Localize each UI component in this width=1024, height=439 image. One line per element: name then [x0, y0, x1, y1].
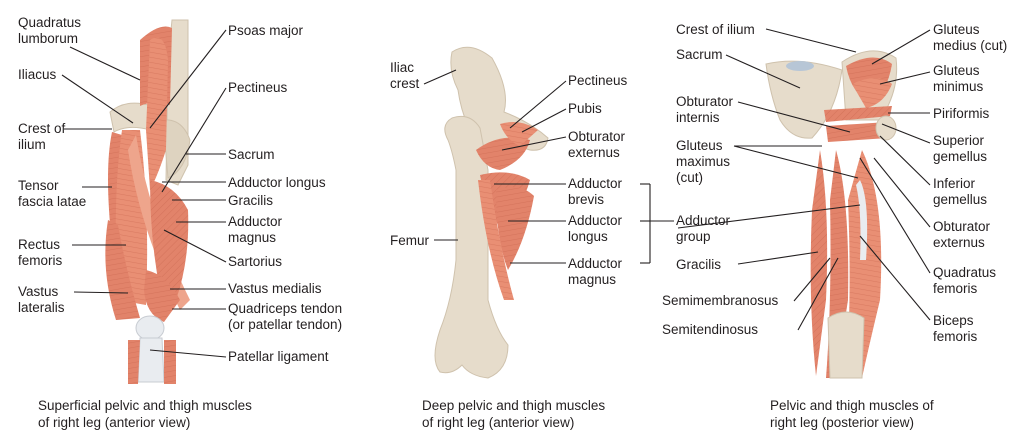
- caption-panel-1: Superficial pelvic and thigh muscles of …: [38, 398, 252, 430]
- label-superior-gemellus: Superior gemellus: [933, 133, 988, 164]
- label-adductor-brevis: Adductor brevis: [568, 176, 623, 207]
- leader-line: [873, 157, 931, 228]
- label-gluteus-medius-cut: Gluteus medius (cut): [933, 22, 1008, 53]
- leader-line: [73, 291, 129, 294]
- leader-line: [69, 46, 141, 81]
- label-adductor-longus: Adductor longus: [568, 213, 623, 244]
- label-gluteus-minimus: Gluteus minimus: [933, 63, 984, 94]
- label-sartorius: Sartorius: [228, 254, 283, 269]
- label-quadratus-lumborum: Quadratus lumborum: [18, 15, 82, 46]
- leader-line: [793, 257, 831, 302]
- label-pubis: Pubis: [568, 101, 602, 116]
- vastus-medialis-muscle: [144, 270, 180, 322]
- leader-line: [797, 257, 839, 331]
- leader-line: [677, 204, 861, 229]
- leader-line: [871, 29, 931, 65]
- semimembranosus-muscle: [810, 150, 828, 376]
- leader-line: [149, 349, 227, 358]
- adductor-magnus-muscle: [478, 180, 514, 300]
- label-semitendinosus: Semitendinosus: [662, 322, 759, 337]
- leader-line: [163, 229, 227, 263]
- label-pectineus: Pectineus: [228, 80, 288, 95]
- leader-line: [161, 87, 227, 193]
- label-obturator-externus: Obturator externus: [568, 129, 626, 160]
- ilium-bone: [109, 102, 153, 133]
- label-piriformis: Piriformis: [933, 106, 990, 121]
- adductor-longus-muscle: [496, 187, 534, 270]
- leader-line: [859, 235, 931, 321]
- sacral-top: [786, 61, 814, 71]
- leader-line: [725, 54, 801, 89]
- panel-1-drawing: [105, 19, 191, 384]
- label-sacrum: Sacrum: [228, 147, 275, 162]
- label-crest-of-ilium-posterior: Crest of ilium: [676, 22, 755, 37]
- leader-lines: [61, 28, 931, 358]
- leader-line: [765, 28, 857, 53]
- label-obturator-externus-posterior: Obturator externus: [933, 219, 991, 250]
- leader-line: [737, 101, 851, 133]
- leader-line: [881, 123, 931, 144]
- obturator-externus-muscle: [476, 137, 530, 170]
- label-iliac-crest: Iliac crest: [390, 60, 420, 91]
- piriformis-muscle: [824, 106, 892, 122]
- leader-line: [733, 145, 859, 179]
- label-patellar-ligament: Patellar ligament: [228, 349, 329, 364]
- leader-line: [879, 71, 931, 85]
- patella: [135, 315, 165, 341]
- patellar-ligament: [137, 337, 165, 383]
- tendon-strip: [856, 180, 868, 260]
- adductor-group-muscle: [150, 180, 189, 300]
- leader-line: [501, 136, 567, 151]
- label-semimembranosus: Semimembranosus: [662, 293, 779, 308]
- label-sacrum-posterior: Sacrum: [676, 47, 723, 62]
- label-gluteus-maximus-cut: Gluteus maximus (cut): [676, 138, 731, 185]
- gluteus-minimus-muscle: [852, 78, 892, 108]
- femur-head: [875, 115, 897, 141]
- label-gracilis: Gracilis: [228, 193, 274, 208]
- leader-line: [61, 74, 134, 124]
- label-adductor-longus: Adductor longus: [228, 175, 326, 190]
- label-pectineus: Pectineus: [568, 73, 628, 88]
- knee-bone: [827, 311, 865, 379]
- label-inferior-gemellus: Inferior gemellus: [933, 176, 988, 207]
- leader-line: [423, 69, 457, 85]
- label-crest-of-ilium: Crest of ilium: [18, 121, 66, 152]
- sacrum-bone: [162, 119, 191, 179]
- leader-line: [737, 251, 819, 265]
- leader-line: [509, 80, 567, 129]
- label-biceps-femoris: Biceps femoris: [933, 313, 978, 344]
- label-rectus-femoris: Rectus femoris: [18, 237, 63, 268]
- label-adductor-group: Adductor group: [676, 213, 731, 244]
- caption-panel-2: Deep pelvic and thigh muscles of right l…: [422, 398, 606, 430]
- label-quadriceps-tendon: Quadriceps tendon (or patellar tendon): [228, 301, 343, 332]
- label-adductor-magnus: Adductor magnus: [568, 256, 623, 287]
- label-tensor-fascia-latae: Tensor fascia latae: [18, 178, 87, 209]
- label-obturator-internis: Obturator internis: [676, 94, 734, 125]
- label-quadratus-femoris: Quadratus femoris: [933, 265, 997, 296]
- label-vastus-lateralis: Vastus lateralis: [18, 284, 65, 315]
- label-femur: Femur: [390, 233, 430, 248]
- caption-panel-3: Pelvic and thigh muscles of right leg (p…: [770, 398, 934, 430]
- sartorius-muscle: [128, 135, 190, 310]
- leader-line: [149, 29, 227, 129]
- label-iliacus: Iliacus: [18, 67, 57, 82]
- label-gracilis-posterior: Gracilis: [676, 257, 722, 272]
- femur-bone: [434, 115, 509, 379]
- panel-3-drawing: [765, 50, 898, 379]
- label-adductor-magnus: Adductor magnus: [228, 214, 283, 245]
- label-vastus-medialis: Vastus medialis: [228, 281, 322, 296]
- psoas-major-muscle: [146, 37, 168, 190]
- leader-line: [859, 157, 931, 274]
- sacrum-bone: [765, 60, 843, 139]
- leader-line: [879, 135, 931, 186]
- label-psoas-major: Psoas major: [228, 23, 304, 38]
- gemellus-muscles: [826, 122, 888, 142]
- leader-line: [521, 108, 567, 133]
- panel-2-drawing: [434, 46, 549, 379]
